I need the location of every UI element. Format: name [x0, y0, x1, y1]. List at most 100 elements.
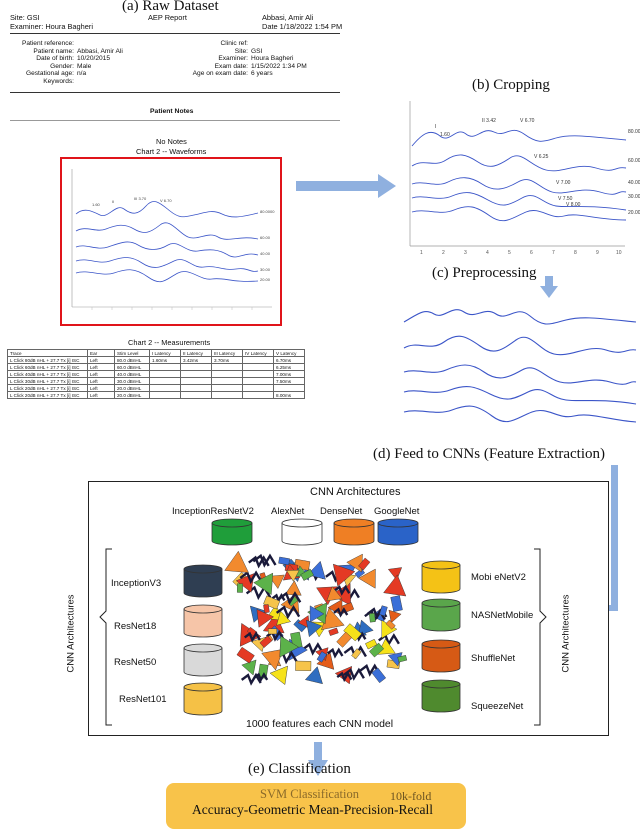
feature-shape: [240, 672, 262, 686]
cylinder-shufflenet: [421, 639, 461, 673]
field-value: n/a: [77, 70, 87, 78]
svg-text:5: 5: [508, 250, 511, 256]
feature-shape: [309, 605, 325, 623]
svg-text:7: 7: [552, 250, 555, 256]
cnn-diagram-canvas: [99, 518, 547, 726]
svg-text:60.00: 60.00: [628, 158, 640, 164]
field-value: Male: [77, 62, 92, 70]
model-label-googlenet: GoogleNet: [374, 506, 420, 517]
svg-text:I: I: [435, 124, 436, 130]
feature-shapes: [224, 550, 408, 686]
report-title: AEP Report: [148, 13, 187, 22]
field-label: Clinic ref:: [220, 40, 248, 47]
feature-shape: [316, 651, 327, 663]
arrow-to-preprocessing: [540, 276, 558, 298]
cylinder-inceptionv3: [183, 564, 223, 598]
field-label: Exam date:: [214, 62, 248, 70]
field-value: Houra Bagheri: [251, 55, 294, 63]
feature-shape: [300, 568, 314, 581]
report-fields-rule: [10, 92, 340, 93]
measurements-title: Chart 2 -- Measurements: [128, 338, 211, 347]
feature-shape: [279, 635, 300, 658]
feature-shape: [276, 610, 292, 626]
feature-shape: [371, 667, 387, 684]
feature-shape: [326, 586, 343, 602]
arrow-to-cnn-box: [579, 465, 618, 617]
model-label-resnet101: ResNet101: [119, 694, 167, 705]
feature-shape: [368, 612, 376, 623]
model-label-shufflenet: ShuffleNet: [471, 653, 516, 664]
feature-shape: [383, 574, 407, 597]
svg-text:80.0000: 80.0000: [260, 209, 275, 214]
feature-shape: [343, 667, 365, 681]
feature-shape: [369, 642, 385, 658]
feature-shape: [351, 648, 362, 660]
feature-shape: [359, 663, 381, 677]
svg-text:V 6.25: V 6.25: [534, 154, 549, 160]
feature-shape: [333, 607, 349, 618]
feature-shape: [387, 567, 403, 581]
feature-shape: [326, 647, 344, 659]
feature-shape: [253, 672, 269, 683]
svg-text:V 6.70: V 6.70: [160, 198, 172, 203]
feature-shape: [236, 646, 255, 664]
svg-text:V 6.70: V 6.70: [520, 118, 535, 124]
chart2-waveforms-title: Chart 2 -- Waveforms: [136, 147, 207, 156]
report-examiner: Examiner: Houra Bagheri: [10, 22, 93, 31]
report-left-fields: Patient reference: Patient name:Abbasi, …: [6, 40, 123, 86]
feature-shape: [354, 568, 366, 579]
report-date: Date 1/18/2022 1:54 PM: [262, 22, 343, 31]
field-label: Age on exam date:: [192, 70, 248, 78]
measurements-table: Trace Ear Stim Level I Latency II Latenc…: [7, 349, 305, 399]
feature-shape: [336, 671, 353, 683]
svg-text:II: II: [112, 199, 114, 204]
classification-box: SVM Classification 10k-fold Accuracy-Geo…: [166, 783, 466, 829]
cnn-side-label-right: CNN Architectures: [560, 594, 572, 673]
kfold-label: 10k-fold: [390, 789, 432, 803]
table-header-row: Trace Ear Stim Level I Latency II Latenc…: [7, 349, 305, 357]
feature-shape: [268, 628, 277, 635]
preprocessing-title: (c) Preprocessing: [432, 265, 537, 281]
svg-text:60.00: 60.00: [260, 235, 271, 240]
cylinder-mobienetv2: [421, 560, 461, 594]
feature-shape: [379, 605, 388, 617]
feature-shape: [333, 584, 351, 596]
feature-shape: [301, 642, 325, 656]
feed-to-cnns-title: (d) Feed to CNNs (Feature Extraction): [373, 446, 606, 462]
features-caption: 1000 features each CNN model: [246, 718, 394, 730]
model-label-squeezenet: SqueezeNet: [471, 701, 524, 712]
svg-text:8: 8: [574, 250, 577, 256]
feature-shape: [388, 609, 402, 624]
left-bracket: [99, 548, 112, 726]
svg-text:30.00: 30.00: [628, 194, 640, 200]
model-label-resnet50: ResNet50: [114, 657, 157, 668]
field-label: Site:: [234, 47, 248, 55]
report-right-fields: Clinic ref: Site:GSI Examiner:Houra Bagh…: [180, 40, 307, 78]
cylinder-inceptionresnetv2: [211, 518, 253, 546]
field-value: 10/20/2015: [77, 55, 111, 63]
field-label: Gender:: [50, 62, 74, 70]
model-label-inceptionv3: InceptionV3: [111, 578, 162, 589]
svg-text:V 7.50: V 7.50: [558, 196, 573, 202]
field-label: Examiner:: [218, 55, 248, 63]
model-label-mobilenetv2: Mobi eNetV2: [471, 572, 526, 583]
cylinder-resnet18: [183, 604, 223, 638]
field-value: 6 years: [251, 70, 273, 78]
feature-shape: [278, 591, 302, 605]
svg-text:1.60: 1.60: [440, 132, 450, 138]
cylinder-resnet50: [183, 643, 223, 677]
cnn-side-label-left: CNN Architectures: [65, 594, 77, 673]
feature-shape: [358, 557, 371, 571]
feature-shape: [269, 665, 288, 685]
cell: 8.00ms: [273, 391, 305, 399]
feature-shape: [268, 574, 285, 589]
cylinder-densenet: [333, 518, 375, 546]
feature-shape: [275, 604, 301, 620]
svg-text:40.00: 40.00: [628, 180, 640, 186]
feature-shape: [358, 619, 374, 636]
feature-shape: [248, 555, 270, 569]
